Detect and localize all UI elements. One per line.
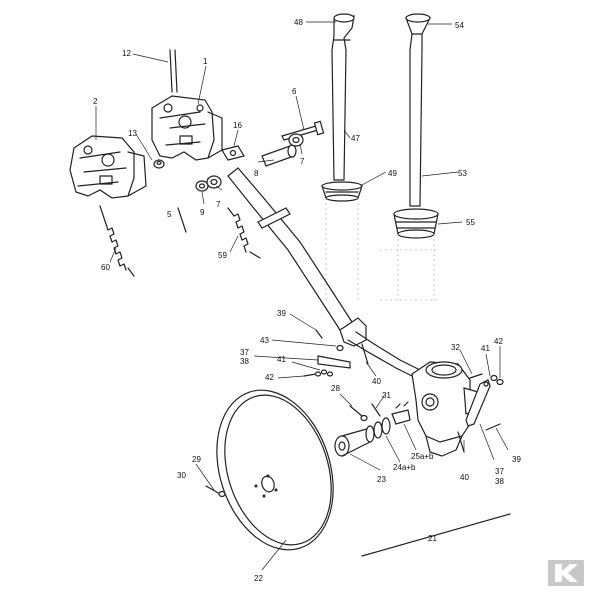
callout-38a: 38 xyxy=(240,357,249,366)
bolt-part-42-left xyxy=(303,371,322,377)
callout-53: 53 xyxy=(458,169,467,178)
callout-41b: 41 xyxy=(481,344,490,353)
pin-part-40-left xyxy=(361,343,369,365)
callout-32: 32 xyxy=(451,343,460,352)
callout-59: 59 xyxy=(218,251,227,260)
callout-38b: 38 xyxy=(495,477,504,486)
callout-7b: 7 xyxy=(300,157,305,166)
leader-lines xyxy=(95,21,509,571)
callout-54: 54 xyxy=(455,21,464,30)
funnel-part-55 xyxy=(393,208,439,239)
callout-24: 24a+b xyxy=(393,463,416,472)
sleeve-part-8 xyxy=(261,144,297,167)
callout-48: 48 xyxy=(294,18,303,27)
nuts-part-41-42-right xyxy=(490,374,504,386)
bushing-part-9 xyxy=(195,180,209,192)
bushing-part-7a xyxy=(206,175,222,189)
pin-part-12 xyxy=(169,49,178,93)
callout-39b: 39 xyxy=(512,455,521,464)
link-part-37-38-right xyxy=(465,379,491,427)
callout-2: 2 xyxy=(93,97,98,106)
pin-part-32 xyxy=(469,373,483,379)
callout-21: 21 xyxy=(428,534,437,543)
funnel-part-49 xyxy=(321,181,363,202)
pin-part-31 xyxy=(371,403,381,417)
callout-41a: 41 xyxy=(277,355,286,364)
callout-37b: 37 xyxy=(495,467,504,476)
callout-39a: 39 xyxy=(277,309,286,318)
boot-housing xyxy=(411,361,479,457)
callout-55: 55 xyxy=(466,218,475,227)
clip-part-16 xyxy=(221,145,245,161)
pin-part-40-right xyxy=(457,431,465,453)
callout-23: 23 xyxy=(377,475,386,484)
callout-40b: 40 xyxy=(460,473,469,482)
spring-part-59 xyxy=(227,207,261,259)
nut-part-13 xyxy=(153,159,165,169)
callout-42b: 42 xyxy=(494,337,503,346)
callout-60: 60 xyxy=(101,263,110,272)
callout-1: 1 xyxy=(203,57,208,66)
k-logo-icon xyxy=(548,560,584,586)
main-arm xyxy=(227,167,425,381)
nuts-part-41-left xyxy=(320,369,334,377)
bolt-part-39-right xyxy=(485,423,501,431)
shaft-part-21 xyxy=(361,513,511,557)
callout-29: 29 xyxy=(192,455,201,464)
callout-25: 25a+b xyxy=(411,452,434,461)
bushing-part-7b xyxy=(288,133,304,147)
callout-8: 8 xyxy=(254,169,259,178)
callout-5: 5 xyxy=(167,210,172,219)
callout-37a: 37 xyxy=(240,348,249,357)
bearing-part-24 xyxy=(365,417,391,443)
callout-7a: 7 xyxy=(216,200,221,209)
callout-22: 22 xyxy=(254,574,263,583)
callout-31: 31 xyxy=(382,391,391,400)
disc-part-22 xyxy=(216,389,334,551)
callout-12: 12 xyxy=(122,49,131,58)
seed-tube-part-47 xyxy=(331,13,355,181)
link-part-37-38-left xyxy=(317,355,351,369)
bracket-part-2 xyxy=(69,135,147,199)
hub-part-23 xyxy=(334,427,371,457)
callout-28: 28 xyxy=(331,384,340,393)
callout-42a: 42 xyxy=(265,373,274,382)
callout-6: 6 xyxy=(292,87,297,96)
callout-43: 43 xyxy=(260,336,269,345)
bolt-part-39-left xyxy=(315,329,323,339)
callout-13: 13 xyxy=(128,129,137,138)
callout-47: 47 xyxy=(351,134,360,143)
nut-part-43 xyxy=(336,344,344,352)
callout-9: 9 xyxy=(200,208,205,217)
spring-part-60 xyxy=(99,205,135,277)
pin-part-5 xyxy=(177,207,187,233)
callout-30: 30 xyxy=(177,471,186,480)
bracket-part-1 xyxy=(151,95,223,161)
bolt-part-29-30 xyxy=(205,485,226,498)
seal-part-25 xyxy=(391,401,411,425)
bolt-part-28 xyxy=(349,405,368,422)
seed-tube-part-53 xyxy=(405,13,431,207)
callout-16: 16 xyxy=(233,121,242,130)
callout-labels: 48 54 12 1 2 6 13 16 47 7 8 49 53 7 9 5 … xyxy=(93,18,521,583)
callout-40a: 40 xyxy=(372,377,381,386)
callout-49: 49 xyxy=(388,169,397,178)
